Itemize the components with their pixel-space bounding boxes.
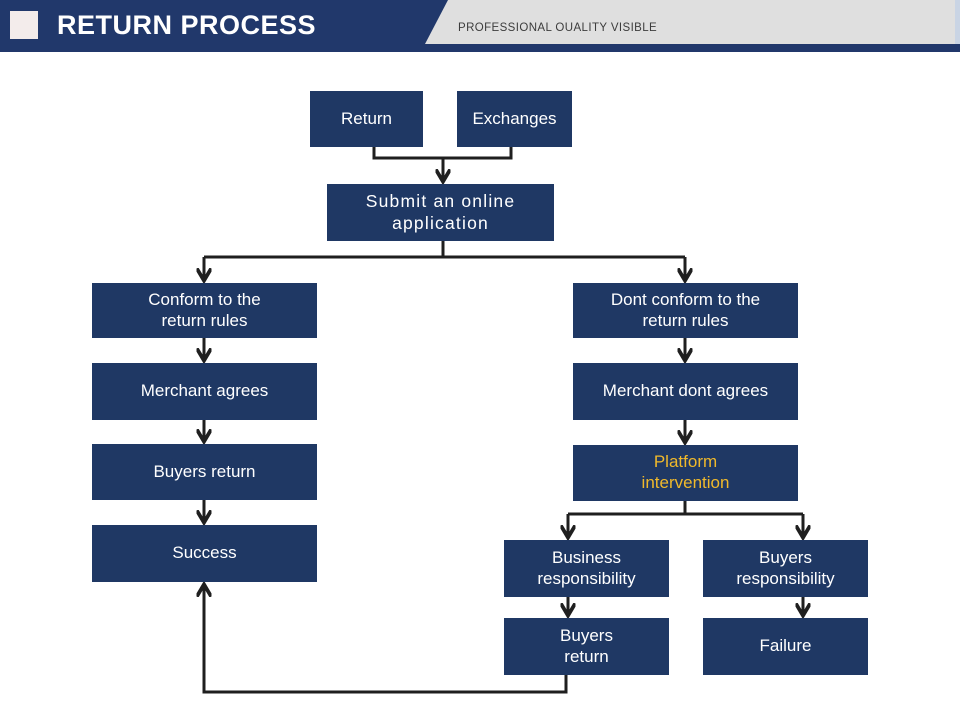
node-dont-conform-rules: Dont conform to the return rules bbox=[573, 283, 798, 338]
tagline-text: PROFESSIONAL OUALITY VISIBLE bbox=[458, 22, 658, 34]
node-exchanges: Exchanges bbox=[457, 91, 572, 147]
node-buyers-responsibility: Buyers responsibility bbox=[703, 540, 868, 597]
node-platform-intervention: Platform intervention bbox=[573, 445, 798, 501]
connectors-group bbox=[204, 147, 803, 694]
node-conform-rules: Conform to the return rules bbox=[92, 283, 317, 338]
node-return: Return bbox=[310, 91, 423, 147]
node-business-responsibility: Business responsibility bbox=[504, 540, 669, 597]
page-title: RETURN PROCESS bbox=[57, 9, 317, 40]
node-merchant-dont-agrees: Merchant dont agrees bbox=[573, 363, 798, 420]
connector-buyers-return-loop-to-success bbox=[204, 585, 568, 694]
node-merchant-agrees: Merchant agrees bbox=[92, 363, 317, 420]
connector-return-exchanges-join bbox=[372, 147, 513, 160]
node-submit-application: Submit an online application bbox=[327, 184, 554, 241]
node-buyers-return-final: Buyers return bbox=[504, 618, 669, 675]
header-edge-strip bbox=[955, 0, 960, 44]
node-buyers-return: Buyers return bbox=[92, 444, 317, 500]
accent-square bbox=[10, 11, 38, 39]
tagline-ribbon: PROFESSIONAL OUALITY VISIBLE bbox=[425, 0, 960, 44]
header-band: RETURN PROCESS PROFESSIONAL OUALITY VISI… bbox=[0, 0, 960, 52]
node-failure: Failure bbox=[703, 618, 868, 675]
node-success: Success bbox=[92, 525, 317, 582]
